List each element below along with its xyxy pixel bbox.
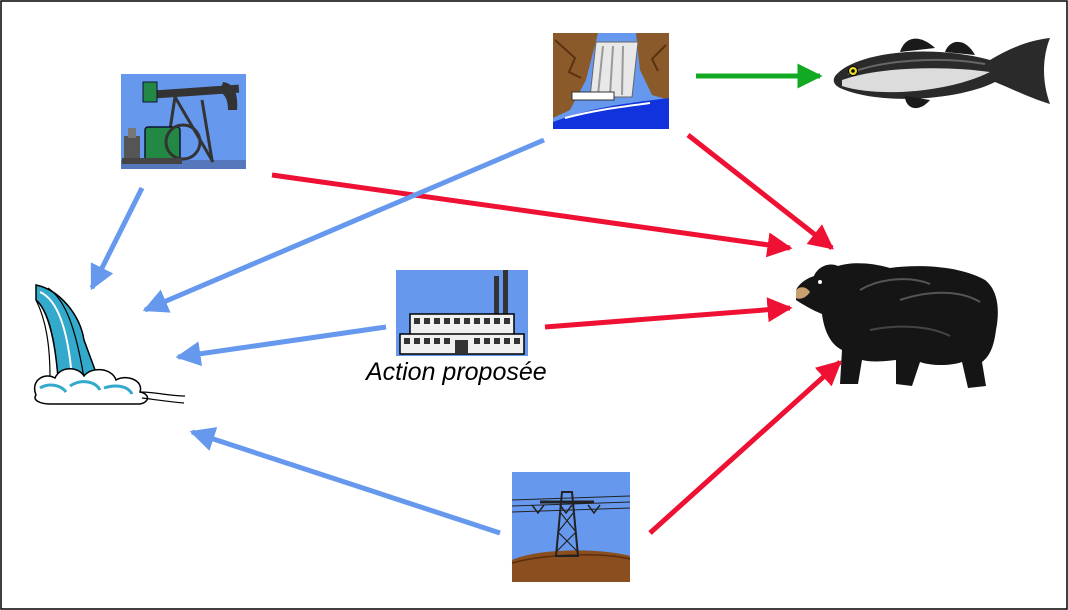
arrow-oil-pump-to-waterfall [89, 186, 145, 291]
arrow-factory-to-waterfall [175, 324, 387, 367]
factory-icon [396, 270, 528, 356]
hydro-dam-icon [553, 33, 669, 129]
transmission-tower-icon [511, 472, 631, 582]
waterfall-icon [33, 284, 186, 405]
arrows [89, 63, 842, 536]
action-caption: Action proposée [366, 358, 547, 386]
bear-icon [796, 263, 998, 388]
arrow-power-line-to-waterfall [189, 427, 501, 536]
arrow-factory-to-bear [544, 297, 793, 330]
fish-icon [833, 38, 1050, 109]
arrow-oil-pump-to-bear [271, 172, 793, 258]
arrow-dam-to-bear [686, 133, 834, 250]
arrow-power-line-to-bear [648, 360, 842, 535]
oil-pumpjack-icon [121, 74, 246, 169]
arrow-dam-to-waterfall [142, 137, 545, 313]
